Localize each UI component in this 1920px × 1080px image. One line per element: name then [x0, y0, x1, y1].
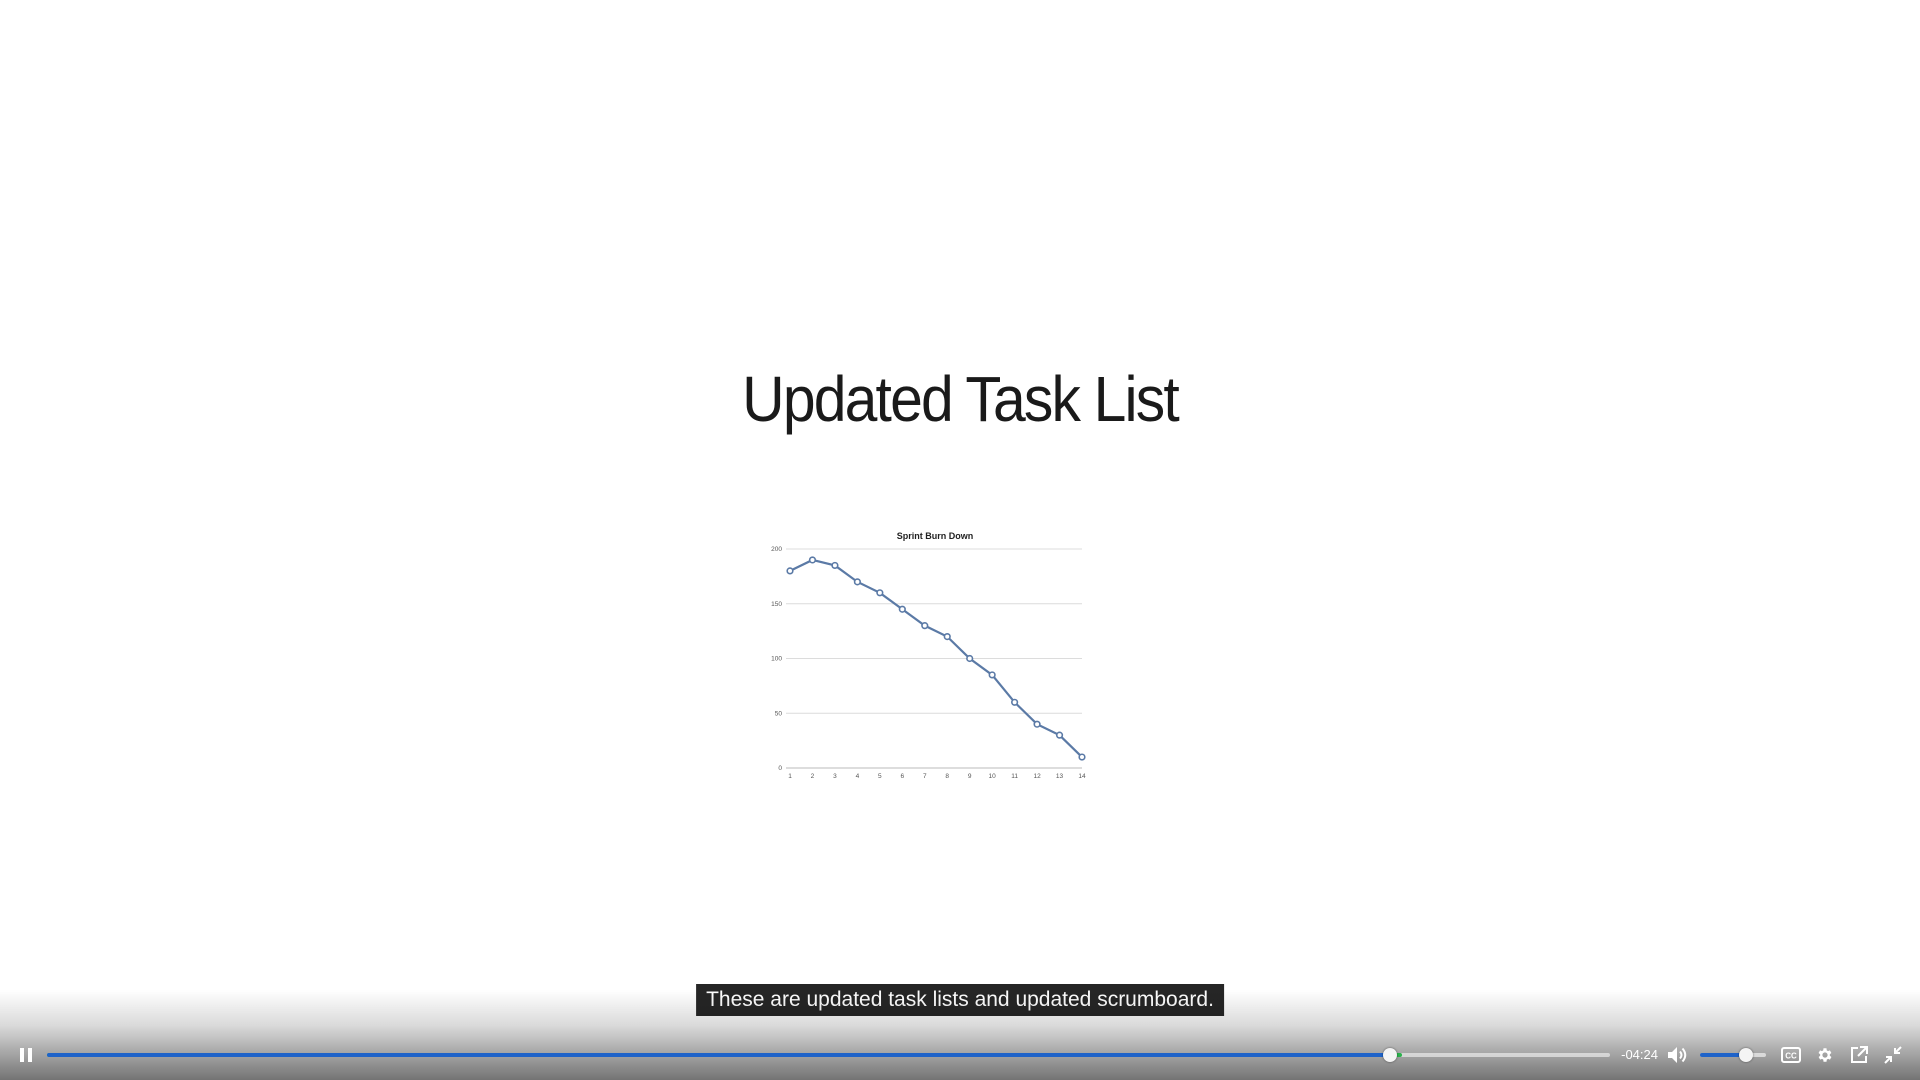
svg-text:CC: CC: [1785, 1052, 1797, 1061]
x-tick-label: 12: [1033, 773, 1041, 780]
x-tick-label: 6: [900, 773, 904, 780]
progress-bar[interactable]: [47, 1048, 1610, 1062]
play-pause-button[interactable]: [10, 1038, 42, 1072]
data-point: [898, 605, 906, 613]
volume-icon: [1668, 1047, 1687, 1063]
x-tick-label: 10: [989, 773, 997, 780]
controls-gradient: [0, 990, 1920, 1080]
series-line: [789, 558, 1083, 758]
popout-button[interactable]: [1843, 1038, 1875, 1072]
chart-points: [786, 556, 1086, 761]
x-tick-label: 1: [788, 773, 792, 780]
progress-handle[interactable]: [1382, 1048, 1397, 1062]
x-tick-label: 11: [1011, 773, 1018, 780]
data-point: [988, 671, 996, 679]
data-point: [786, 567, 794, 575]
x-tick-label: 2: [811, 773, 815, 780]
y-tick-label: 100: [771, 656, 782, 663]
gear-icon: [1818, 1048, 1832, 1062]
chart-title: Sprint Burn Down: [897, 531, 974, 541]
x-tick-label: 7: [923, 773, 927, 780]
data-point: [876, 589, 884, 597]
time-remaining: -04:24: [1621, 1047, 1658, 1062]
volume-button[interactable]: [1662, 1038, 1694, 1072]
y-tick-label: 200: [771, 546, 782, 553]
captions-button[interactable]: CC: [1775, 1038, 1807, 1072]
chart-y-ticks: 0 50 100 150 200: [771, 546, 782, 772]
data-point: [808, 556, 817, 564]
chart-series: [789, 558, 1083, 758]
data-point: [853, 578, 861, 586]
slide-title: Updated Task List: [742, 363, 1180, 435]
data-point: [1011, 698, 1019, 706]
player-controls: -04:24 CC: [0, 1038, 1920, 1072]
volume-level: [1700, 1053, 1747, 1057]
y-tick-label: 0: [778, 765, 782, 772]
volume-handle[interactable]: [1739, 1048, 1754, 1062]
chart-grid: [786, 548, 1082, 769]
x-tick-label: 5: [878, 773, 882, 780]
closed-captions-icon: CC: [1781, 1047, 1801, 1063]
x-tick-label: 4: [856, 773, 860, 780]
data-point: [1033, 720, 1041, 728]
data-point: [1055, 731, 1064, 739]
x-tick-label: 9: [968, 773, 972, 780]
data-point: [1078, 753, 1086, 761]
x-tick-label: 14: [1078, 773, 1086, 780]
data-point: [831, 561, 839, 570]
settings-button[interactable]: [1809, 1038, 1841, 1072]
progress-played: [47, 1053, 1390, 1057]
data-point: [921, 622, 929, 630]
data-point: [943, 632, 951, 641]
y-tick-label: 150: [771, 601, 782, 608]
x-tick-label: 8: [945, 773, 949, 780]
volume-slider[interactable]: [1700, 1048, 1766, 1062]
data-point: [966, 654, 974, 663]
x-tick-label: 13: [1056, 773, 1064, 780]
external-link-icon: [1851, 1046, 1868, 1063]
y-tick-label: 50: [775, 710, 783, 717]
exit-fullscreen-icon: [1884, 1046, 1902, 1064]
exit-fullscreen-button[interactable]: [1877, 1038, 1909, 1072]
x-tick-label: 3: [833, 773, 837, 780]
pause-icon: [20, 1048, 32, 1062]
